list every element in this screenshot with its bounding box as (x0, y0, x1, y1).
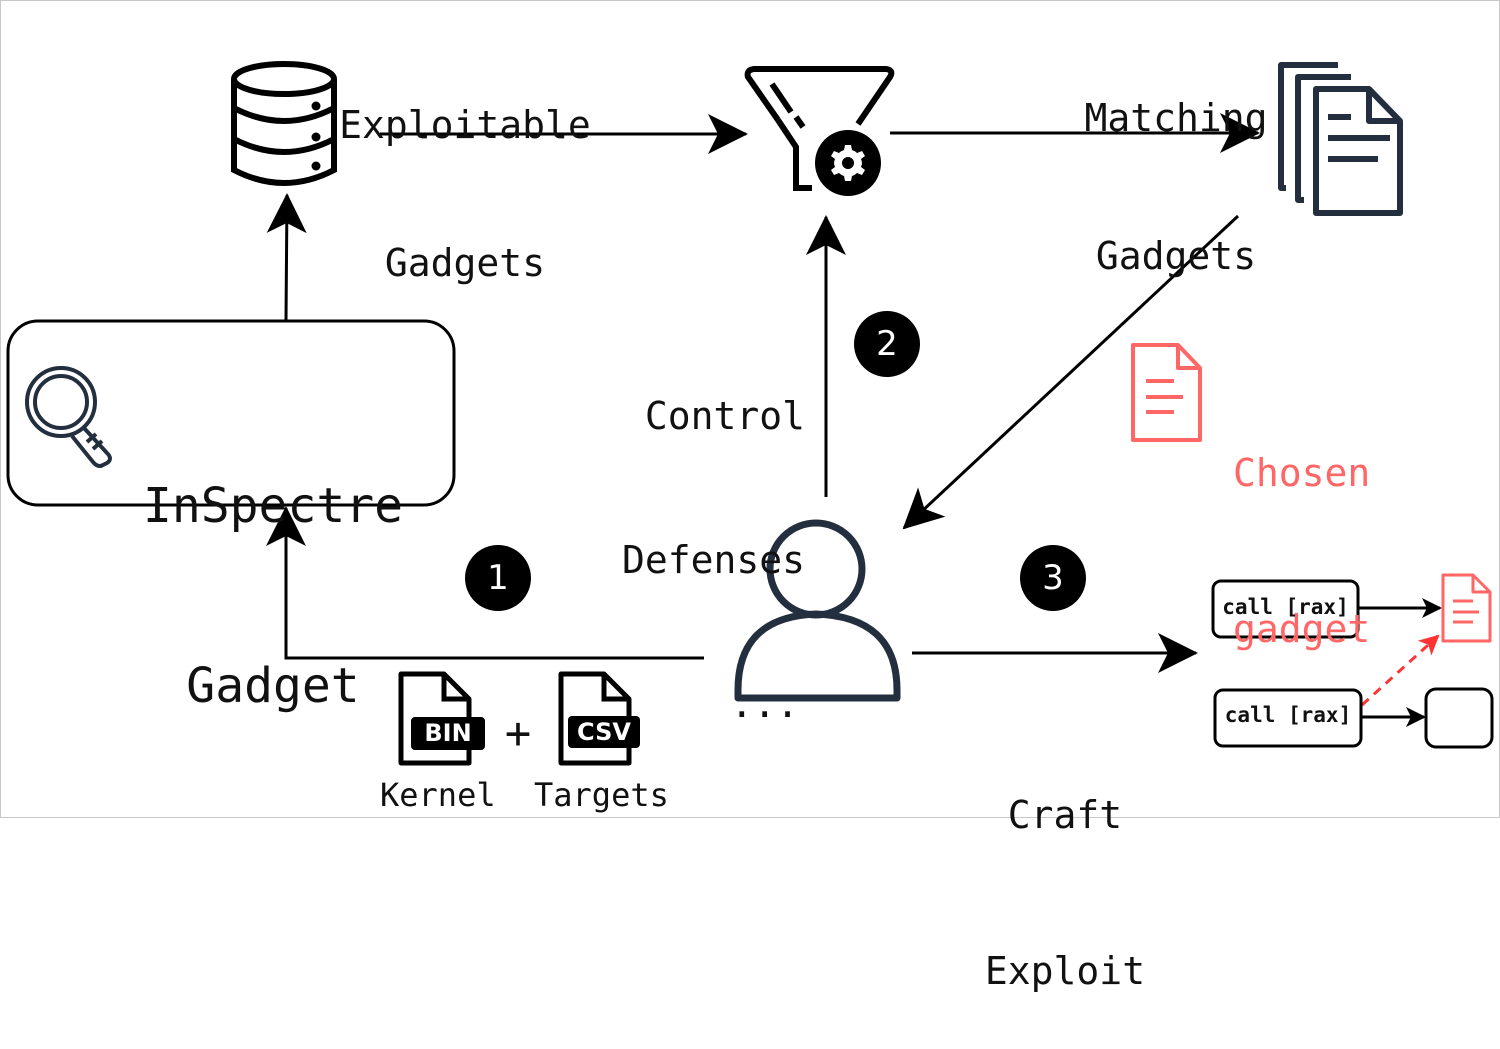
chosen-gadget-label: Chosen gadget (1233, 343, 1370, 707)
bin-file-icon (398, 671, 485, 766)
exploitable-gadgets-line2: Gadgets (384, 241, 546, 285)
kernel-label: Kernel (380, 776, 496, 814)
matching-gadgets-line2: Gadgets (1095, 234, 1257, 278)
empty-target-box (1424, 687, 1494, 749)
csv-file-icon (558, 671, 640, 766)
step-badge-1 (465, 545, 531, 611)
arrow-inspectre-to-database (266, 193, 307, 321)
matching-gadgets-label: Matching Gadgets (1066, 3, 1286, 325)
inspectre-line2: Gadget (186, 658, 360, 714)
control-defenses-ellipsis: ... (730, 682, 799, 726)
call-rax-box-2 (1213, 688, 1363, 748)
inspectre-gadget-title: InSpectre Gadget (118, 356, 428, 776)
exploitable-gadgets-line1: Exploitable (339, 103, 591, 147)
plus-sign: + (504, 708, 532, 759)
inspectre-gadget-box (6, 319, 456, 507)
bin-file-tag: BIN (424, 719, 472, 747)
control-defenses-label: Control Defenses ... (560, 296, 805, 776)
documents-stack-icon (1278, 62, 1403, 216)
exploitable-gadgets-label: Exploitable Gadgets (325, 10, 605, 332)
diagram-canvas (6, 61, 1494, 766)
arrow-documents-to-user (902, 214, 1240, 530)
magnifying-glass-icon (25, 366, 112, 468)
step-number-3: 3 (1042, 558, 1064, 598)
csv-file-tag: CSV (577, 718, 631, 746)
inspectre-line1: InSpectre (142, 478, 404, 534)
user-icon (734, 519, 901, 702)
chosen-gadget-line2: gadget (1233, 607, 1371, 651)
targets-label: Targets (534, 776, 669, 814)
control-defenses-line2: Defenses (621, 538, 805, 582)
control-defenses-line1: Control (644, 394, 805, 438)
call-rax-text-1: call [rax] (1222, 595, 1349, 619)
arrow-call2-to-chosen-doc-dashed (1360, 634, 1440, 707)
database-icon (231, 61, 337, 186)
chosen-gadget-line1: Chosen (1233, 451, 1371, 495)
call-rax-text-2: call [rax] (1224, 703, 1352, 727)
chosen-gadget-document-icon (1131, 343, 1202, 442)
craft-exploit-line1: Craft (1007, 793, 1123, 837)
chosen-target-document-icon (1441, 573, 1492, 643)
craft-exploit-label: Craft Exploit (965, 685, 1165, 1049)
arrow-user-to-inspectre (266, 506, 704, 660)
craft-exploit-line2: Exploit (984, 949, 1146, 993)
matching-gadgets-line1: Matching (1084, 96, 1268, 140)
step-number-2: 2 (876, 324, 898, 364)
call-rax-box-1 (1211, 579, 1360, 639)
filter-gear-icon (744, 66, 895, 196)
gear-icon (831, 145, 865, 181)
step-badge-2 (854, 311, 920, 377)
step-badge-3 (1020, 545, 1086, 611)
step-number-1: 1 (487, 558, 509, 598)
